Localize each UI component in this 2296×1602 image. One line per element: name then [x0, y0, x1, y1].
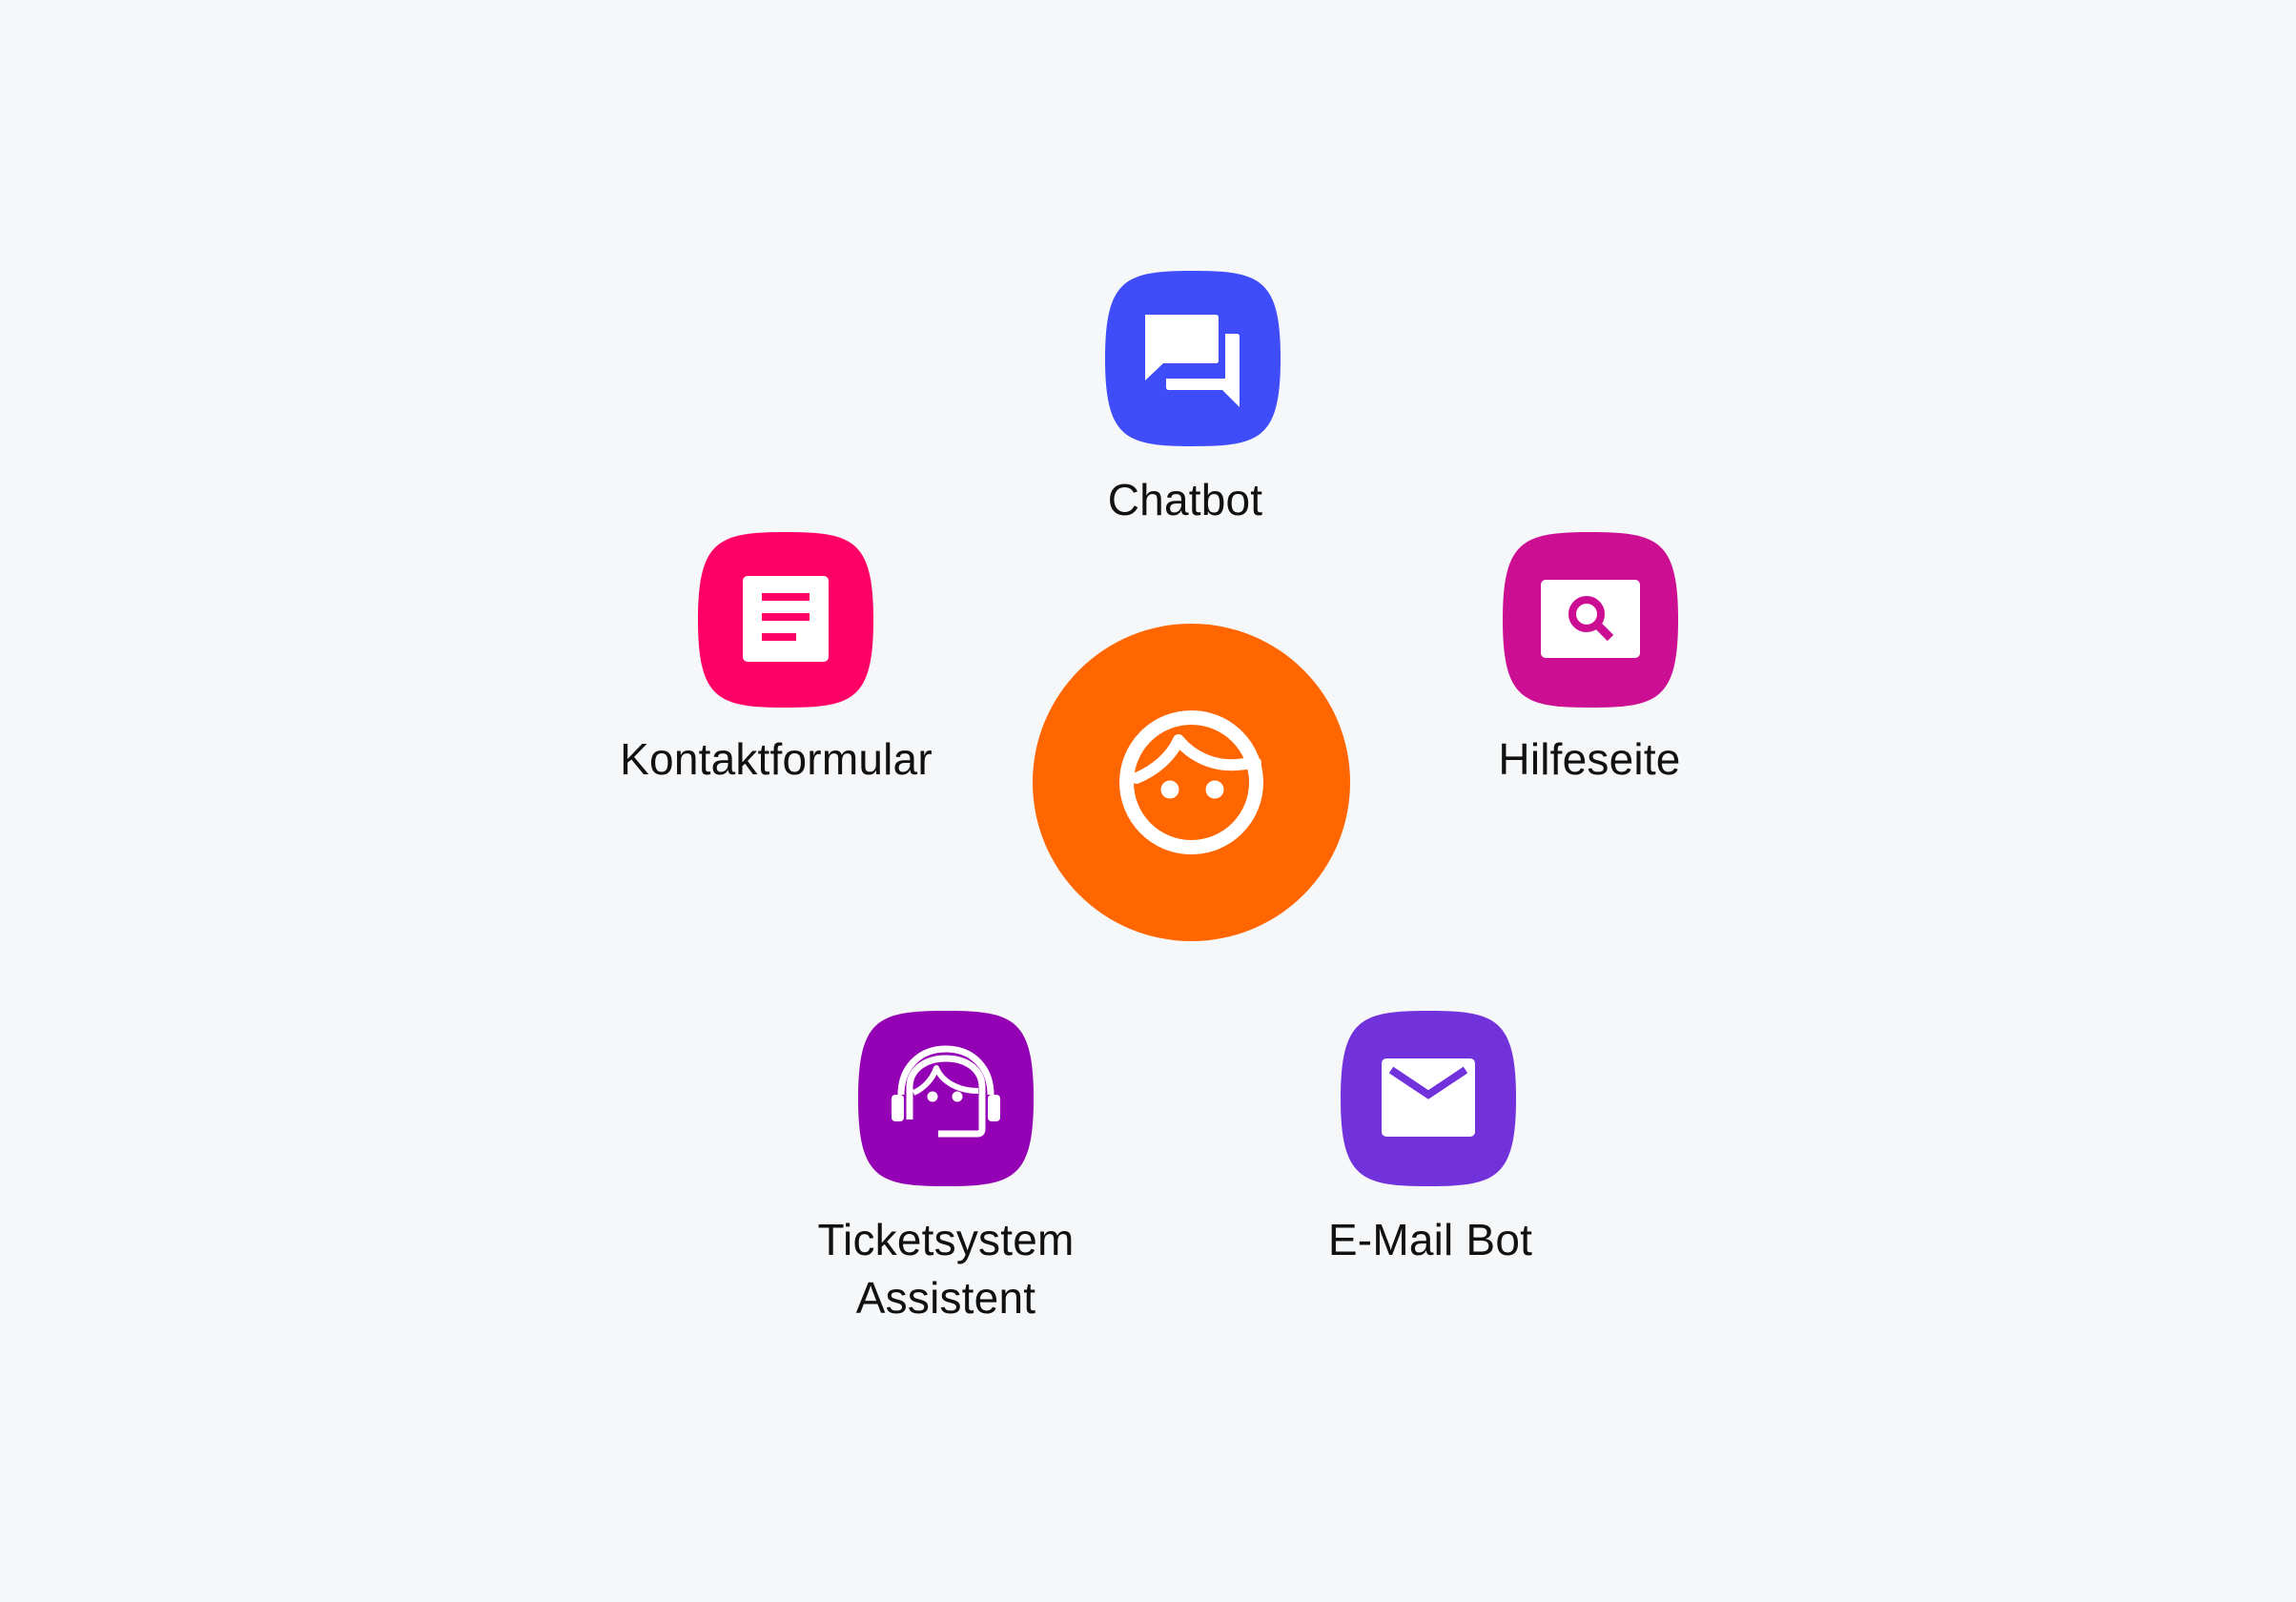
kontaktformular-tile[interactable]: [698, 532, 873, 708]
kontaktformular-label: Kontaktformular: [620, 734, 933, 784]
hilfeseite-label: Hilfeseite: [1498, 734, 1681, 784]
hilfeseite-tile[interactable]: [1503, 532, 1678, 708]
form-document-icon: [698, 532, 873, 708]
chatbot-tile[interactable]: [1105, 271, 1281, 446]
ticketsystem-label-line-2: Assistent: [855, 1273, 1036, 1323]
email-bot-label: E-Mail Bot: [1327, 1215, 1533, 1264]
ticketsystem-label-line-1: Ticketsystem: [817, 1215, 1075, 1264]
center-user-node: [1033, 624, 1350, 941]
ticketsystem-tile[interactable]: [858, 1011, 1034, 1186]
search-page-icon: [1503, 532, 1678, 708]
chat-bubbles-icon: [1105, 271, 1281, 446]
envelope-icon: [1341, 1011, 1516, 1186]
ticketsystem-label: Ticketsystem Assistent: [817, 1211, 1074, 1327]
chatbot-label: Chatbot: [1107, 475, 1263, 524]
user-face-icon: [1033, 624, 1350, 941]
email-bot-tile[interactable]: [1341, 1011, 1516, 1186]
headset-agent-icon: [858, 1011, 1034, 1186]
center-circle: [1033, 624, 1350, 941]
